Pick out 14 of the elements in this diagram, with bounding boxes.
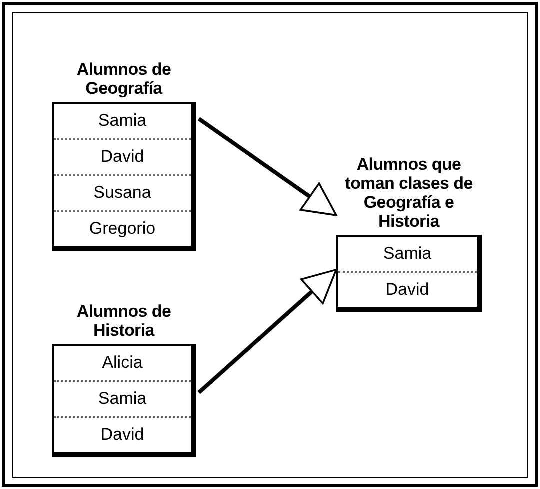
table-row-text: David	[384, 279, 430, 301]
hollow-arrow	[198, 269, 338, 394]
table-row: Alicia	[54, 346, 191, 382]
table-row-text: David	[100, 424, 146, 446]
table-heading: Alumnos que toman clases de Geografía e Historia	[345, 155, 473, 231]
table-row-text: Gregorio	[88, 218, 157, 240]
table-row: David	[54, 140, 191, 176]
hollow-arrow	[198, 117, 338, 216]
table-heading: Alumnos de Historia	[76, 302, 172, 340]
table-row: Samia	[54, 104, 191, 140]
table-row: Susana	[54, 176, 191, 212]
table-heading: Alumnos de Geografía	[76, 60, 172, 98]
table-row: Samia	[338, 237, 477, 273]
table-row: Samia	[54, 382, 191, 418]
